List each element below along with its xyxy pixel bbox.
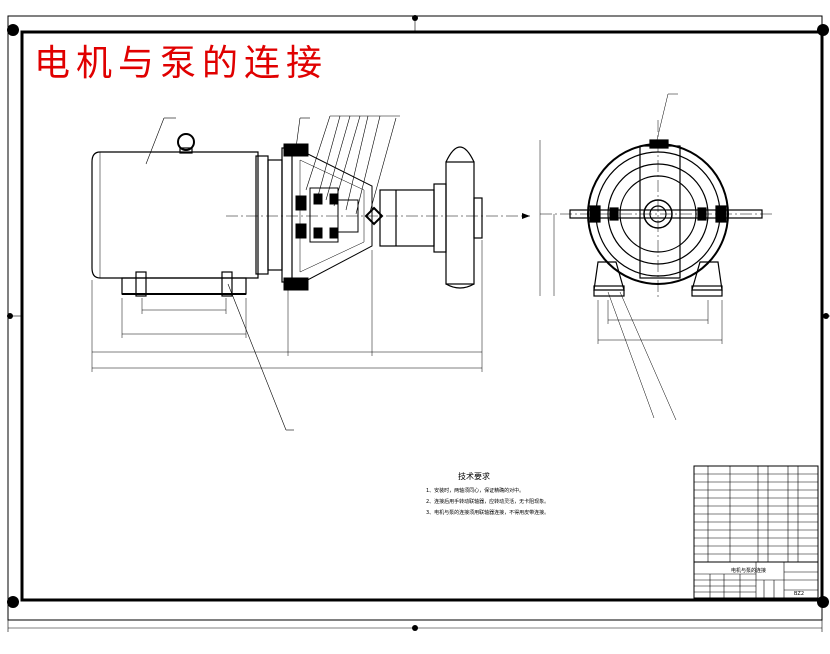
title-block-part-name: 电机与泵的连接: [731, 568, 767, 574]
technical-requirements-notes: 1、安装时，两轴须同心，保证精确的对中。 2、连接后用手转动联轴器，应转动灵活，…: [426, 486, 549, 519]
technical-requirements-heading: 技术要求: [458, 472, 490, 481]
motor-front-view: [91, 133, 293, 297]
title-block: [693, 465, 819, 599]
dimensions-front: [91, 240, 483, 372]
leader-lines-front: [145, 115, 400, 431]
pump-front-view: [379, 146, 483, 289]
coupling-housing: [283, 143, 384, 291]
pump-side-view: [569, 139, 763, 297]
dimensions-side: [539, 93, 723, 421]
inner-border: [20, 30, 824, 602]
outer-frame: [7, 15, 823, 621]
drawing-title: 电机与泵的连接: [34, 43, 329, 84]
tech-note: 1、安装时，两轴须同心，保证精确的对中。: [426, 488, 525, 494]
title-block-code: BZ2: [794, 591, 805, 597]
corner-markers: [7, 15, 829, 631]
tech-note: 2、连接后用手转动联轴器，应转动灵活，无卡阻现象。: [426, 499, 550, 505]
tech-note: 3、电机与泵的连接须用联轴器连接，不得用皮带连接。: [426, 510, 550, 516]
